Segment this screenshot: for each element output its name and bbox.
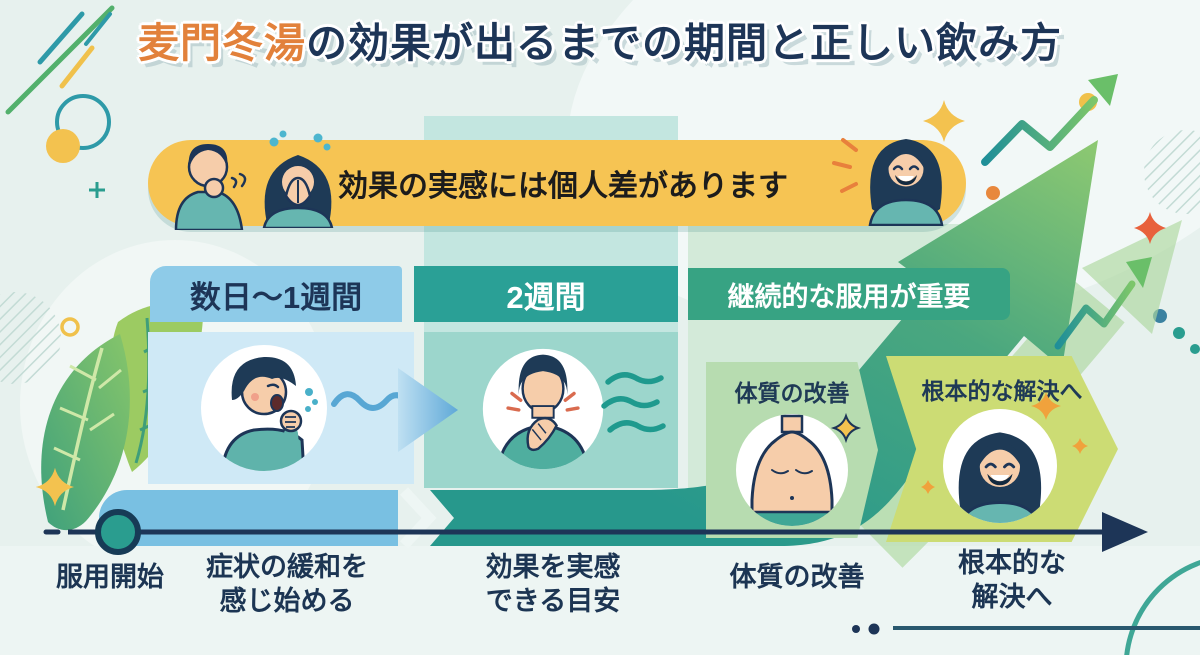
stage2-label-line2: できる目安 xyxy=(485,586,621,616)
timeline-label-stage2: 効果を実感 できる目安 xyxy=(486,550,621,618)
stage3-header-label: 継続的な服用が重要 xyxy=(727,281,971,312)
stage4-label-line2: 解決へ xyxy=(971,582,1053,612)
healthy-torso-illustration xyxy=(736,414,848,526)
stage1-header-label: 数日〜1週間 xyxy=(189,279,363,315)
diagonal-lines-decoration xyxy=(5,5,115,115)
stage1-label-line2: 感じ始める xyxy=(219,586,355,616)
individual-difference-banner: 効果の実感には個人差があります xyxy=(148,130,966,230)
yellow-circle-decoration xyxy=(46,129,80,163)
stage1-label-line1: 症状の緩和を xyxy=(206,552,368,582)
plus-decoration xyxy=(89,182,105,198)
droplet-icon xyxy=(269,130,331,151)
timeline-label-start: 服用開始 xyxy=(56,560,164,594)
dots-trail-decoration xyxy=(1153,309,1200,354)
stage1-panel xyxy=(148,332,414,484)
cardA-title: 体質の改善 xyxy=(734,380,850,406)
stage2-header: 2週間 xyxy=(414,266,678,322)
constitution-improvement-card: 体質の改善 xyxy=(706,362,878,538)
page-title: 麦門冬湯の効果が出るまでの期間と正しい飲み方 xyxy=(0,23,1200,64)
stage3-label-text: 体質の改善 xyxy=(729,562,865,592)
throat-relief-man-illustration xyxy=(482,348,604,470)
stage4-label-line1: 根本的な xyxy=(958,548,1066,578)
stage2-label-line1: 効果を実感 xyxy=(485,552,621,582)
coughing-man-icon xyxy=(174,144,247,230)
cardB-title: 根本的な解決へ xyxy=(921,378,1083,404)
stage1-header: 数日〜1週間 xyxy=(150,266,402,322)
stage2-header-label: 2週間 xyxy=(506,279,586,315)
fundamental-resolution-card: 根本的な解決へ xyxy=(886,356,1118,542)
stage2-panel xyxy=(424,332,678,488)
banner-text: 効果の実感には個人差があります xyxy=(338,170,788,203)
droplet-icon xyxy=(305,388,318,412)
title-rest: の効果が出るまでの期間と正しい飲み方 xyxy=(306,20,1062,66)
happy-woman-illustration xyxy=(943,409,1057,523)
stage3-header: 継続的な服用が重要 xyxy=(688,268,1010,320)
timeline-label-stage4: 根本的な 解決へ xyxy=(958,546,1066,614)
coughing-man-illustration xyxy=(201,345,327,471)
timeline-label-stage3: 体質の改善 xyxy=(730,560,865,594)
timeline-label-stage1: 症状の緩和を 感じ始める xyxy=(206,550,368,618)
sneezing-woman-icon xyxy=(262,130,334,228)
start-label-text: 服用開始 xyxy=(56,562,164,592)
title-highlight: 麦門冬湯 xyxy=(138,20,306,66)
smiling-woman-icon xyxy=(868,139,944,226)
band-chevron-separator xyxy=(399,487,437,549)
circle-outline-decoration xyxy=(55,94,111,150)
